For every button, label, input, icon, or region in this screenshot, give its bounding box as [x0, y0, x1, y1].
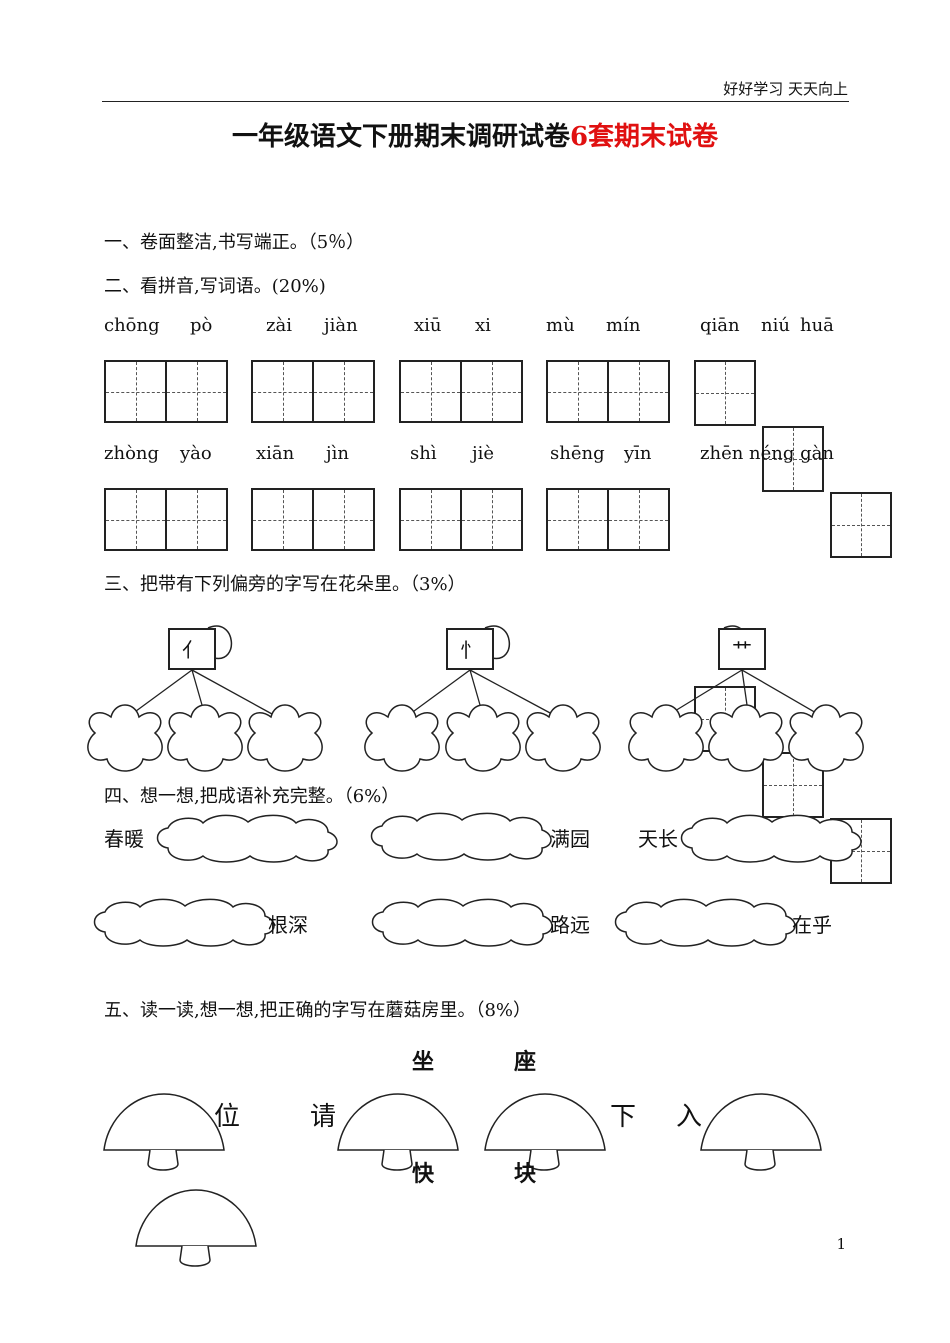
header-rule: [102, 101, 849, 102]
idiom-text: 路远: [550, 913, 590, 937]
choice-char: 块: [514, 1161, 537, 1187]
choice-char: 坐: [412, 1049, 435, 1075]
writing-grid[interactable]: [251, 488, 375, 551]
radical-box-1: 亻: [168, 628, 216, 670]
pinyin-5: xiū: [414, 315, 442, 336]
pinyin-14: xiān: [256, 443, 295, 464]
title-highlight: 6套期末试卷: [569, 122, 719, 152]
idiom-text: 根深: [268, 913, 308, 937]
radical-box-2: 忄: [446, 628, 494, 670]
pinyin-7: mù: [546, 315, 575, 336]
radical-box-3: 艹: [718, 628, 766, 670]
mushroom-word: 位: [214, 1102, 241, 1132]
idiom-text: 满园: [550, 827, 590, 851]
writing-grid[interactable]: [251, 360, 375, 423]
pinyin-18: shēng: [550, 443, 605, 464]
pinyin-13: yào: [180, 443, 212, 464]
pinyin-2: pò: [190, 315, 213, 336]
writing-grid[interactable]: [104, 488, 228, 551]
idiom-text: 天长: [638, 827, 678, 851]
section-2-heading: 二、看拼音,写词语。(20%): [104, 276, 326, 297]
header-motto: 好好学习 天天向上: [723, 80, 848, 98]
idiom-text: 在乎: [792, 913, 832, 937]
mushroom-word: 下: [610, 1102, 637, 1132]
writing-grid[interactable]: [104, 360, 228, 423]
idiom-text: 春暖: [104, 827, 144, 851]
mushroom-word: 入: [676, 1102, 703, 1132]
writing-cell[interactable]: [762, 426, 824, 492]
pinyin-8: mín: [606, 315, 641, 336]
pinyin-19: yīn: [624, 443, 652, 464]
section-4-heading: 四、想一想,把成语补充完整。（6%）: [104, 786, 400, 807]
writing-grid[interactable]: [546, 360, 670, 423]
section-3-heading: 三、把带有下列偏旁的字写在花朵里。（3%）: [104, 574, 466, 595]
pinyin-9: qiān: [700, 315, 740, 336]
choice-char: 快: [412, 1161, 435, 1187]
pinyin-4: jiàn: [324, 315, 358, 336]
pinyin-16: shì: [410, 443, 437, 464]
pinyin-1: chōng: [104, 315, 160, 336]
mushroom-word: 请: [310, 1102, 337, 1132]
pinyin-20: zhēn néng gàn: [700, 443, 834, 464]
writing-grid[interactable]: [399, 488, 523, 551]
pinyin-11: huā: [800, 315, 834, 336]
pinyin-17: jiè: [472, 443, 494, 464]
section-1-heading: 一、卷面整洁,书写端正。（5％）: [104, 232, 365, 253]
pinyin-6: xi: [475, 315, 491, 336]
choice-char: 座: [514, 1049, 537, 1075]
writing-cell[interactable]: [830, 492, 892, 558]
page-number: 1: [836, 1235, 846, 1253]
pinyin-15: jìn: [326, 443, 349, 464]
pinyin-12: zhòng: [104, 443, 160, 464]
pinyin-10: niú: [761, 315, 790, 336]
page-title: 一年级语文下册期末调研试卷6套期末试卷: [0, 116, 950, 153]
writing-grid[interactable]: [546, 488, 670, 551]
title-main: 一年级语文下册期末调研试卷: [231, 122, 570, 152]
writing-grid[interactable]: [399, 360, 523, 423]
writing-cell[interactable]: [694, 360, 756, 426]
pinyin-3: zài: [266, 315, 292, 336]
section-5-heading: 五、读一读,想一想,把正确的字写在蘑菇房里。（8%）: [104, 1000, 531, 1021]
